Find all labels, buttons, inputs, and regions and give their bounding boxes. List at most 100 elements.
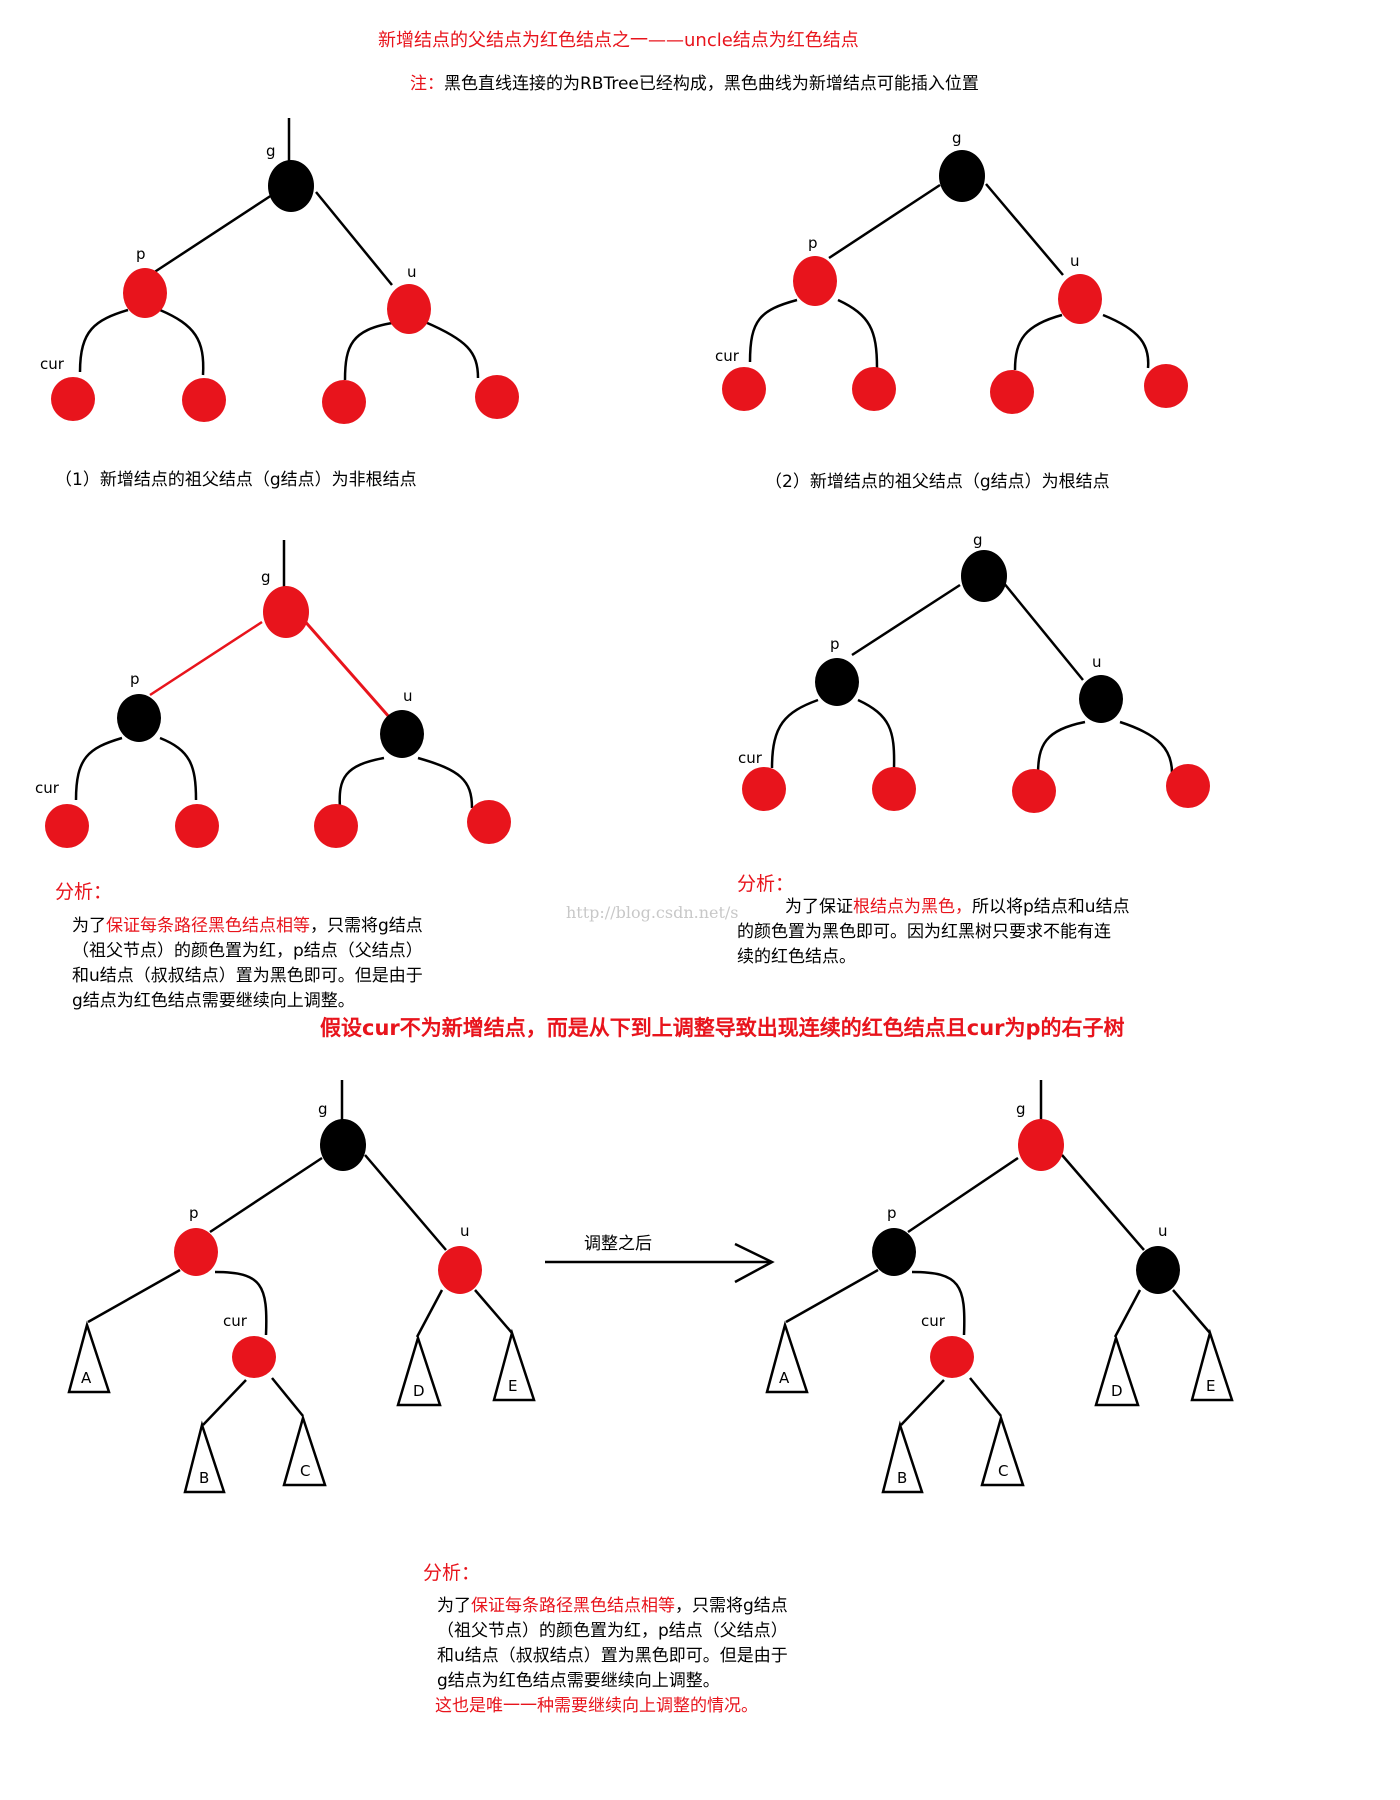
tree-edge [202, 1379, 247, 1426]
label-g: g [1016, 1100, 1026, 1118]
subtree-triangle [183, 1420, 226, 1494]
insert-curve [343, 321, 393, 381]
analysis2-text: 为了保证根结点为黑色，所以将p结点和u结点 的颜色置为黑色即可。因为红黑树只要求… [737, 895, 1130, 970]
label-p: p [887, 1204, 897, 1222]
label-u: u [403, 687, 413, 705]
tree-edge [1113, 1289, 1142, 1338]
node-leaf [314, 804, 358, 848]
subtree-triangle [282, 1413, 327, 1487]
node-u [438, 1246, 482, 1294]
node-p [123, 268, 167, 318]
analysis1-line1: 为了保证每条路径黑色结点相等，只需将g结点 [72, 914, 423, 939]
subtree-triangle [765, 1320, 809, 1394]
tree-edge [851, 583, 961, 657]
node-leaf [1166, 764, 1210, 808]
node-g [961, 550, 1007, 602]
analysis1-line4: g结点为红色结点需要继续向上调整。 [72, 991, 355, 1011]
subtree-triangle [881, 1420, 924, 1494]
tree-edge-red [149, 620, 263, 697]
label-p: p [830, 635, 840, 653]
label-u: u [1158, 1222, 1168, 1240]
insert-curve [911, 1270, 966, 1336]
label-g: g [261, 568, 271, 586]
insert-curve [1013, 313, 1063, 371]
tree-edge [87, 1268, 181, 1324]
insert-curve [214, 1270, 268, 1336]
node-p [815, 658, 859, 706]
insert-curve [770, 698, 819, 769]
analysis1-line1-prefix: 为了 [72, 916, 106, 936]
note-text: 黑色直线连接的为RBTree已经构成，黑色曲线为新增结点可能插入位置 [444, 74, 979, 94]
analysis2-line1-highlight: 根结点为黑色， [853, 897, 972, 917]
arrow-head-icon [734, 1242, 775, 1284]
tree-edge [209, 1156, 323, 1234]
insert-curve [159, 308, 205, 376]
node-p [793, 256, 837, 306]
tree-edge [364, 1154, 447, 1251]
tree-edge [985, 183, 1064, 276]
analysis3-line1-prefix: 为了 [437, 1596, 471, 1616]
subtree-triangle [1094, 1333, 1140, 1407]
node-g [263, 586, 309, 638]
page-title: 新增结点的父结点为红色结点之一——uncle结点为红色结点 [378, 30, 859, 51]
analysis2-line1: 为了保证根结点为黑色，所以将p结点和u结点 [737, 895, 1130, 920]
label-cur: cur [715, 347, 740, 365]
node-cur [930, 1336, 974, 1378]
insert-curve [837, 298, 879, 369]
tree-edge [785, 1268, 879, 1324]
node-u [1136, 1246, 1180, 1294]
analysis3-line1-highlight: 保证每条路径黑色结点相等 [471, 1596, 675, 1616]
label-u: u [460, 1222, 470, 1240]
section-headline: 假设cur不为新增结点，而是从下到上调整导致出现连续的红色结点且cur为p的右子… [320, 1016, 1125, 1040]
tree-edge [1061, 1154, 1145, 1251]
analysis3-line2: （祖父节点）的颜色置为红，p结点（父结点） [437, 1621, 788, 1641]
subtree-label-b: B [199, 1469, 209, 1487]
node-cur [232, 1336, 276, 1378]
analysis3-line3: 和u结点（叔叔结点）置为黑色即可。但是由于 [437, 1646, 788, 1666]
node-g [268, 160, 314, 212]
subtree-triangle [980, 1413, 1025, 1487]
analysis3-text: 为了保证每条路径黑色结点相等，只需将g结点 （祖父节点）的颜色置为红，p结点（父… [435, 1594, 788, 1719]
note-line: 注：黑色直线连接的为RBTree已经构成，黑色曲线为新增结点可能插入位置 [410, 69, 979, 94]
caption-case2: （2）新增结点的祖父结点（g结点）为根结点 [765, 472, 1110, 492]
label-p: p [130, 670, 140, 688]
node-leaf [45, 804, 89, 848]
insert-curve [424, 320, 480, 379]
node-leaf [322, 380, 366, 424]
node-p [872, 1228, 916, 1276]
label-u: u [1070, 252, 1080, 270]
note-prefix: 注： [410, 74, 444, 94]
node-leaf [475, 375, 519, 419]
analysis2-line3: 续的红色结点。 [737, 947, 856, 967]
node-leaf [990, 370, 1034, 414]
analysis3-line5: 这也是唯一一种需要继续向上调整的情况。 [435, 1696, 758, 1716]
node-leaf [467, 800, 511, 844]
tree-top-right: g p u cur [715, 129, 1188, 414]
subtree-label-a: A [779, 1369, 790, 1387]
tree-middle-right: g p u cur [738, 531, 1210, 813]
subtree-triangle [396, 1333, 442, 1407]
analysis2-label: 分析： [737, 873, 795, 895]
insert-curve [748, 298, 798, 363]
analysis1-line3: 和u结点（叔叔结点）置为黑色即可。但是由于 [72, 966, 423, 986]
analysis3-label: 分析： [423, 1562, 481, 1584]
node-u [380, 710, 424, 758]
tree-bottom-before: A B C D E g p u cur [67, 1080, 536, 1494]
subtree-label-e: E [1206, 1377, 1215, 1395]
node-g [1018, 1119, 1064, 1171]
arrow-label: 调整之后 [584, 1234, 652, 1254]
tree-edge [152, 193, 273, 275]
analysis3-line4: g结点为红色结点需要继续向上调整。 [437, 1671, 720, 1691]
label-g: g [973, 531, 983, 549]
analysis1-line1-rest: ，只需将g结点 [310, 916, 423, 936]
analysis3-line1-rest: ，只需将g结点 [675, 1596, 788, 1616]
insert-curve [417, 756, 474, 809]
node-u [387, 284, 431, 334]
subtree-label-b: B [897, 1469, 907, 1487]
node-leaf [182, 378, 226, 422]
analysis1-line1-highlight: 保证每条路径黑色结点相等 [106, 916, 310, 936]
subtree-triangle [67, 1320, 111, 1394]
label-cur: cur [223, 1312, 248, 1330]
node-leaf [722, 367, 766, 411]
